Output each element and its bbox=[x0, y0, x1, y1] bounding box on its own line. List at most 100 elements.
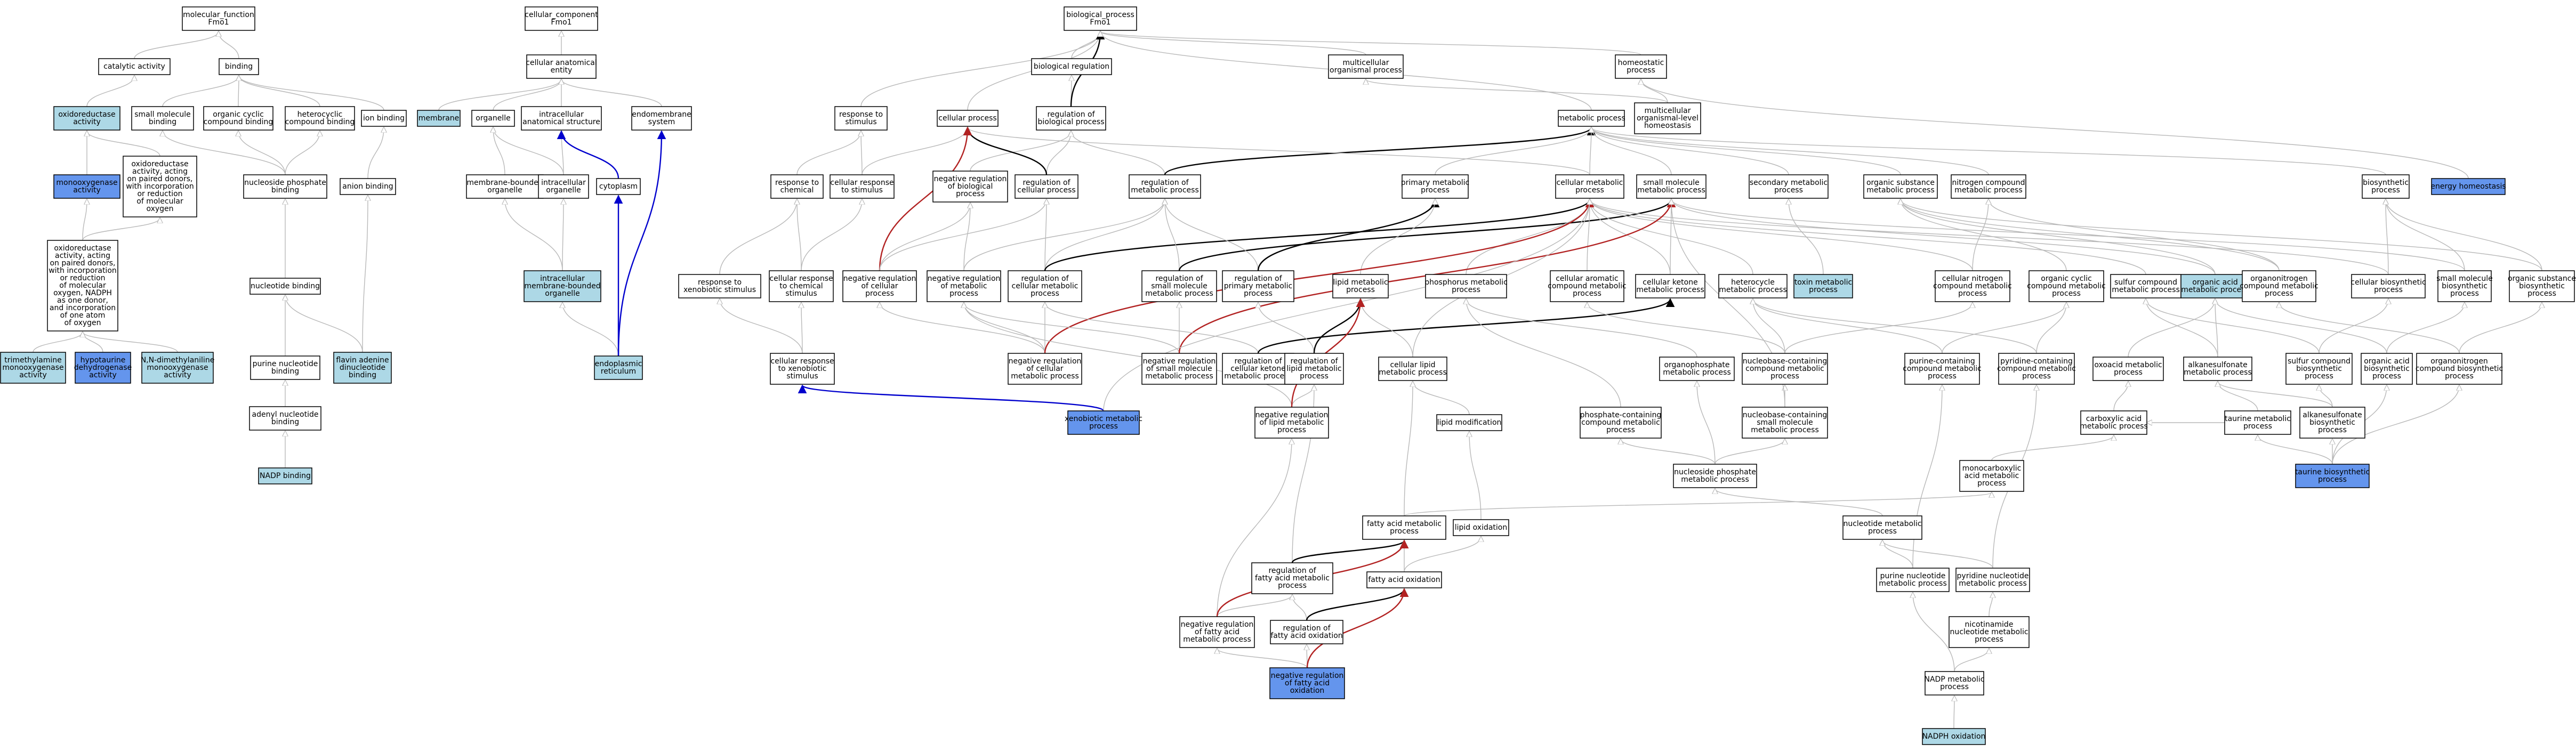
node-label-line: compound binding bbox=[204, 118, 273, 126]
node-label-line: monocarboxylic bbox=[1962, 464, 2022, 473]
node-box bbox=[538, 174, 589, 199]
node-box bbox=[2416, 353, 2502, 385]
node-box bbox=[2351, 274, 2426, 298]
node-box bbox=[830, 174, 895, 199]
node-cellp: cellular process bbox=[937, 110, 999, 127]
node-label-line: organic substance bbox=[2508, 274, 2576, 283]
node-label-line: compound metabolic bbox=[1903, 365, 1982, 373]
node-label-line: metabolic process bbox=[1131, 186, 1199, 195]
node-box bbox=[1550, 270, 1624, 302]
node-box bbox=[1904, 353, 1980, 385]
node-box bbox=[1742, 407, 1828, 439]
edge-energy-to-homeo bbox=[1641, 79, 2469, 179]
node-cat: catalytic activity bbox=[98, 58, 171, 75]
node-label-line: multicellular bbox=[1343, 59, 1389, 67]
node-label-line: N,N-dimethylaniline bbox=[141, 356, 215, 365]
node-label-line: stimulus bbox=[786, 372, 818, 381]
node-label-line: process bbox=[949, 289, 978, 298]
node-box bbox=[1141, 353, 1217, 385]
node-label-line: or reduction bbox=[60, 274, 105, 282]
node-label-line: NADPH oxidation bbox=[1922, 732, 1986, 741]
edge-nucphmp-to-phcmp bbox=[1621, 439, 1716, 465]
node-label-line: small molecule bbox=[1151, 282, 1207, 290]
edge-scbp-to-cbp bbox=[2319, 299, 2388, 354]
node-label-line: cellular nitrogen bbox=[1942, 274, 2003, 283]
node-box bbox=[1425, 274, 1507, 298]
node-label-line: metabolic process bbox=[2181, 286, 2249, 294]
edge-crts-to-rts bbox=[861, 131, 862, 175]
node-box bbox=[932, 171, 1008, 203]
node-label-line: trimethylamine bbox=[4, 356, 62, 365]
node-box bbox=[182, 6, 255, 31]
node-label-line: process bbox=[1868, 527, 1897, 536]
node-box bbox=[1031, 58, 1112, 75]
node-label-line: process bbox=[2265, 289, 2293, 298]
node-label-line: nucleotide binding bbox=[251, 282, 320, 290]
edge-oncbp-to-oncmp bbox=[2279, 303, 2460, 354]
edge-oabp-to-oamp bbox=[2215, 299, 2387, 354]
node-label-line: organismal process bbox=[1330, 66, 1402, 75]
edge-nrfaox-to-faox bbox=[1306, 588, 1409, 668]
node-box bbox=[1793, 274, 1853, 298]
node-label-line: compound metabolic bbox=[1997, 365, 2076, 373]
node-label-line: metabolic process bbox=[1145, 289, 1213, 298]
edge-endosys-to-cae bbox=[561, 79, 662, 107]
edge-imbo-to-mbo bbox=[505, 199, 563, 271]
node-box bbox=[285, 106, 355, 131]
node-label-line: biosynthetic bbox=[2364, 365, 2410, 373]
node-label-line: and incorporation bbox=[50, 304, 116, 312]
node-label-line: process bbox=[1573, 289, 1601, 298]
node-label-line: phosphate-containing bbox=[1580, 411, 1662, 419]
node-label-line: chemical bbox=[780, 186, 814, 195]
node-box bbox=[1008, 270, 1082, 302]
node-label-line: metabolic process bbox=[1637, 186, 1705, 195]
edge-nrcp-to-regcp bbox=[879, 199, 1046, 271]
node-box bbox=[1922, 728, 1986, 745]
node-label-line: metabolic process bbox=[1663, 368, 1731, 377]
node-box bbox=[1635, 274, 1705, 298]
edge-famp-to-clmp bbox=[1404, 382, 1413, 516]
node-label-line: metabolic process bbox=[1866, 186, 1935, 195]
node-label-line: monooxygenase bbox=[147, 363, 208, 372]
node-label-line: negative regulation bbox=[1181, 620, 1254, 629]
node-label-line: response to bbox=[775, 179, 819, 187]
node-label-line: organic cyclic bbox=[213, 110, 264, 119]
node-label-line: activity bbox=[89, 371, 117, 379]
edge-cbp-to-cmp bbox=[1590, 199, 2389, 275]
node-label-line: oxidoreductase bbox=[58, 110, 115, 119]
node-label-line: lipid metabolic bbox=[1333, 278, 1388, 287]
edge-xenomp-to-crtxs bbox=[798, 384, 1105, 412]
node-label-line: biosynthetic bbox=[2309, 418, 2355, 427]
node-box bbox=[927, 270, 1001, 302]
node-label-line: binding bbox=[271, 186, 299, 195]
node-label-line: process bbox=[1390, 527, 1419, 536]
node-label-line: organic acid bbox=[2192, 278, 2238, 287]
node-label-line: nucleotide metabolic bbox=[1843, 520, 1921, 528]
edge-clmp-to-lipmp bbox=[1361, 299, 1413, 358]
edge-nucphb-to-occb bbox=[238, 131, 286, 175]
node-label-line: negative regulation bbox=[1255, 411, 1329, 419]
node-label-line: biosynthetic bbox=[2363, 179, 2409, 187]
node-label-line: regulation of bbox=[1283, 624, 1331, 633]
node-label-line: purine nucleotide bbox=[253, 360, 318, 368]
node-label-line: purine nucleotide bbox=[1880, 572, 1946, 580]
node-label-line: on paired donors, bbox=[50, 259, 115, 268]
edge-mbo-to-organelle bbox=[493, 127, 505, 175]
node-label-line: nucleoside phosphate bbox=[1674, 468, 1756, 476]
edge-ncmp-to-metp bbox=[1591, 127, 1989, 175]
